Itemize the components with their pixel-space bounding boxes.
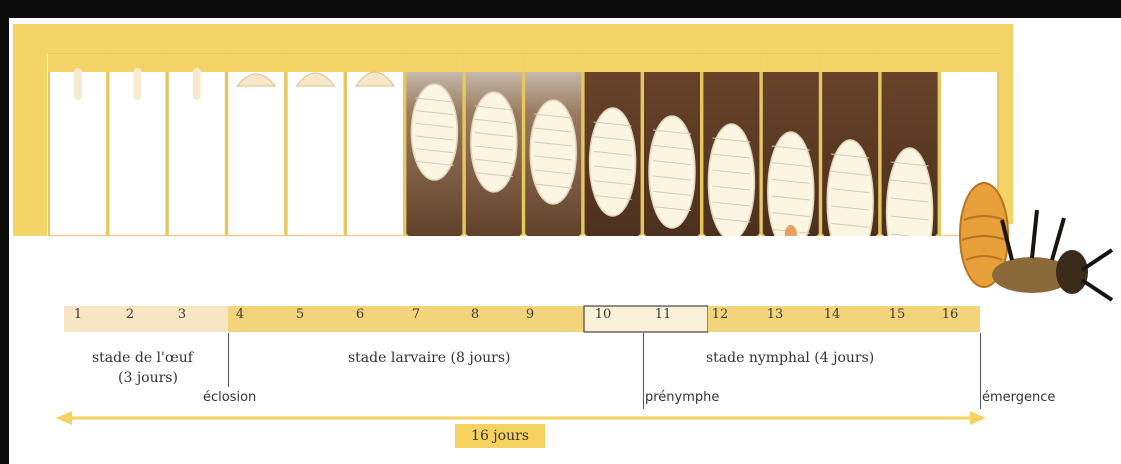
day-number-2: 2 [115,307,145,322]
cell-rim [761,54,821,72]
cell-rim [583,54,643,72]
day-number-10: 10 [588,307,618,322]
egg [133,68,141,100]
cell-rim [404,54,464,72]
day-number-14: 14 [817,307,847,322]
nymphal-stage-label: stade nymphal (4 jours) [706,350,874,366]
day-number-8: 8 [460,307,490,322]
cell-rim [345,54,405,72]
day-number-13: 13 [760,307,790,322]
day-number-6: 6 [345,307,375,322]
cell-rim [464,54,524,72]
comb-cells-illustration [13,24,1013,236]
larval-stage-label: stade larvaire (8 jours) [348,350,510,366]
cell-rim [820,54,880,72]
hatching-label: éclosion [203,390,256,405]
egg-stage-label-line2: (3 jours) [118,370,178,386]
day-number-7: 7 [401,307,431,322]
day-number-1: 1 [63,307,93,322]
larva-pupa [649,116,695,228]
day-number-3: 3 [167,307,197,322]
larva-pupa [708,124,754,236]
larva-pupa [471,92,517,192]
hatching-tick [228,333,229,387]
emergence-label: émergence [982,390,1055,405]
cell-rim [523,54,583,72]
cell-rim [226,54,286,72]
cell-rim [939,54,999,72]
egg [193,68,201,100]
day-number-15: 15 [882,307,912,322]
total-duration-label: 16 jours [455,424,545,448]
cell-rim [642,54,702,72]
cell-rim [880,54,940,72]
day-number-16: 16 [935,307,965,322]
prepupa-label: prénymphe [645,390,719,405]
day-number-5: 5 [285,307,315,322]
day-number-12: 12 [705,307,735,322]
cell-rim [286,54,346,72]
emergence-tick [980,333,981,409]
day-number-11: 11 [648,307,678,322]
left-border [0,18,9,464]
egg-stage-label-line1: stade de l'œuf [92,350,193,366]
day-number-4: 4 [225,307,255,322]
day-number-9: 9 [515,307,545,322]
egg [74,68,82,100]
cell-rim [701,54,761,72]
prepupa-tick [643,333,644,409]
top-border [0,0,1121,18]
emerging-bee-illustration [952,160,1121,310]
